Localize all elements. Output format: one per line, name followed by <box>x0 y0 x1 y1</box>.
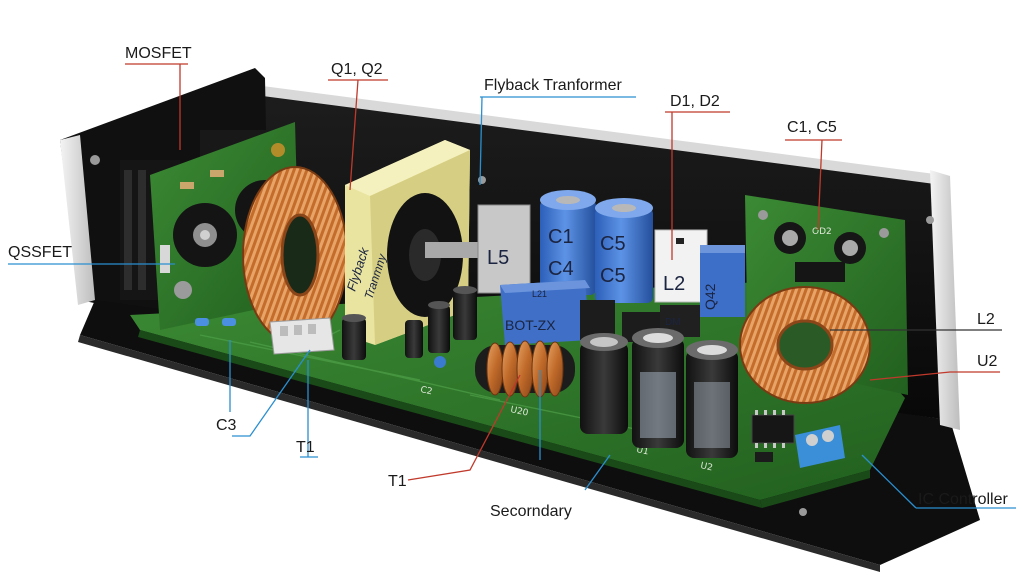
mosfet-leads <box>160 245 170 273</box>
callout-labels: MOSFET Q1, Q2 Flyback Tranformer D1, D2 … <box>8 45 1008 520</box>
callout-mosfet: MOSFET <box>125 45 192 62</box>
svg-text:U2: U2 <box>699 461 713 473</box>
l2-block: L2 <box>654 229 708 303</box>
case-screw <box>90 155 100 165</box>
callout-flyback-transformer: Flyback Tranformer <box>484 77 622 94</box>
callout-t1-left: T1 <box>296 439 315 456</box>
callout-t1-center: T1 <box>388 473 407 490</box>
flyback-transformer: Flyback Tranmny <box>344 140 495 345</box>
callout-ic-controller: IC Controller <box>918 491 1008 508</box>
callout-c1-c5: C1, C5 <box>787 119 837 136</box>
box-capacitor-q42: Q42 <box>700 245 745 317</box>
callout-q1-q2: Q1, Q2 <box>331 61 383 78</box>
ic-controller-chip <box>751 410 795 462</box>
wire-connector <box>195 317 335 355</box>
smd-resistor <box>180 182 194 189</box>
od2-label: OD2 <box>812 227 832 237</box>
c4-label: C4 <box>548 258 574 280</box>
callout-secondary: Secorndary <box>490 503 572 520</box>
small-electrolytics <box>342 286 477 368</box>
c1-label: C1 <box>548 226 574 248</box>
svg-text:U1: U1 <box>635 445 649 457</box>
callout-qssfet: QSSFET <box>8 244 72 261</box>
l5-label: L5 <box>487 247 509 269</box>
dm-label: DM <box>665 317 681 328</box>
callout-lines <box>8 63 1016 509</box>
callout-u2: U2 <box>977 353 998 370</box>
l21-label: L21 <box>532 289 547 299</box>
c5-label-bottom: C5 <box>600 265 626 287</box>
callout-d1-d2: D1, D2 <box>670 93 720 110</box>
svg-text:U20: U20 <box>509 405 529 419</box>
svg-text:C2: C2 <box>419 385 433 397</box>
case-screw <box>478 176 486 184</box>
ceramic-capacitor <box>434 356 446 368</box>
smd-resistor <box>210 170 224 177</box>
screw-terminal-block <box>795 425 845 468</box>
toroid-inductor-right <box>739 286 871 404</box>
q42-label: Q42 <box>702 283 718 310</box>
callout-l2: L2 <box>977 311 995 328</box>
capacitor-c1-c4: C1 C4 <box>540 190 596 295</box>
callout-c3: C3 <box>216 417 237 434</box>
case-screw <box>926 216 934 224</box>
toroid-inductor-left <box>242 166 348 344</box>
l5-block: L5 <box>477 204 531 294</box>
case-screw <box>799 508 807 516</box>
botzx-label: BOT-ZX <box>505 317 556 333</box>
capacitor-c5: C5 C5 <box>595 198 653 303</box>
box-capacitor-botzx: L21 BOT-ZX <box>500 280 590 345</box>
l2-block-label: L2 <box>663 273 685 295</box>
large-electrolytics <box>580 328 738 458</box>
secondary-coil <box>475 340 575 398</box>
c5-label-top: C5 <box>600 233 626 255</box>
